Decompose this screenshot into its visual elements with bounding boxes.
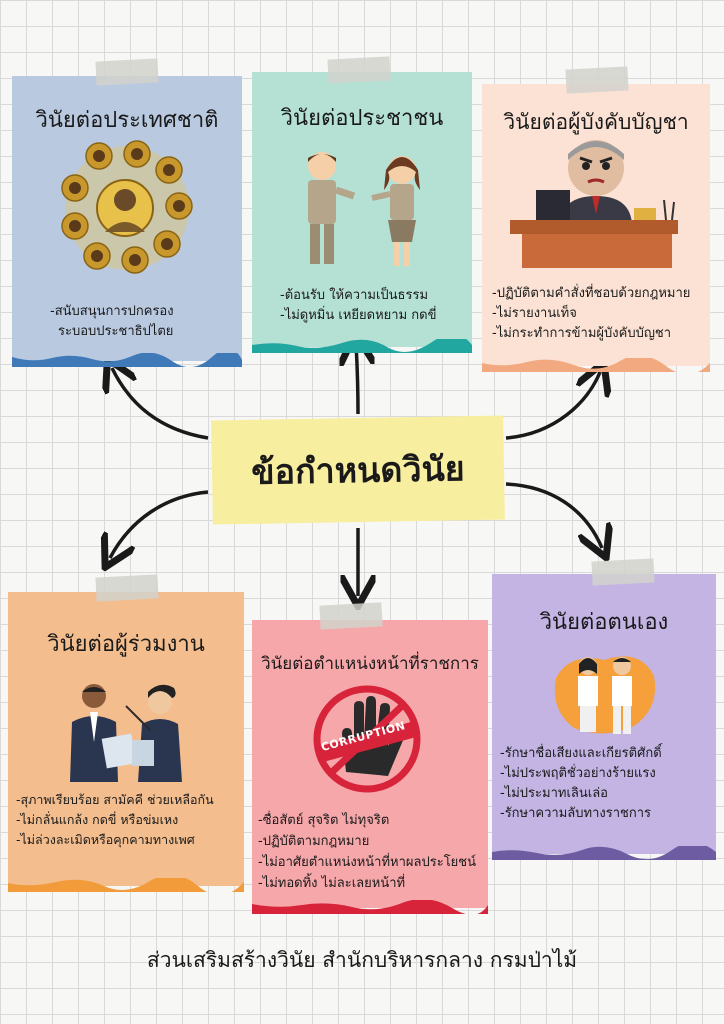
card-title: วินัยต่อประชาชน [280, 106, 444, 131]
list-item: -ปฏิบัติตามกฎหมาย [258, 834, 370, 849]
torn-edge [12, 353, 242, 367]
card-supervisor: วินัยต่อผู้บังคับบัญชา -ปฏิบัติตามคำสั่ง… [482, 84, 710, 372]
card-list: -สนับสนุนการปกครอง ระบอบประชาธิปไตย [50, 302, 174, 342]
anti-corruption-icon [313, 685, 421, 793]
tape [565, 66, 629, 94]
list-item: -ไม่ดูหมิ่น เหยียดหยาม กดขี่ [280, 308, 437, 323]
card-list: -ปฏิบัติตามคำสั่งที่ชอบด้วยกฎหมาย -ไม่รา… [492, 284, 690, 344]
list-item: -ไม่ทอดทิ้ง ไม่ละเลยหน้าที่ [258, 876, 406, 891]
arrow-to-nation [112, 368, 209, 440]
card-position: วินัยต่อตำแหน่งหน้าที่ราชการ CORRUPTION … [252, 620, 488, 914]
torn-edge [252, 900, 488, 914]
list-item: -สนับสนุนการปกครอง [50, 304, 174, 319]
card-title: วินัยต่อประเทศชาติ [35, 108, 219, 133]
card-list: -ซื่อสัตย์ สุจริต ไม่ทุจริต -ปฏิบัติตามก… [258, 810, 476, 894]
list-item: -ไม่รายงานเท็จ [492, 306, 577, 321]
list-item: ระบอบประชาธิปไตย [58, 324, 174, 339]
card-colleagues: วินัยต่อผู้ร่วมงาน -สุภาพเรียบร้อย สามัค… [8, 592, 244, 892]
list-item: -ซื่อสัตย์ สุจริต ไม่ทุจริต [258, 813, 390, 828]
card-title: วินัยต่อผู้บังคับบัญชา [503, 110, 689, 134]
footer-credit: ส่วนเสริมสร้างวินัย สำนักบริหารกลาง กรมป… [146, 948, 578, 972]
center-title: ข้อกำหนดวินัย [251, 449, 466, 493]
arrow-to-supervisor [505, 372, 600, 440]
list-item: -ไม่ล่วงละเมิดหรือคุกคามทางเพศ [16, 832, 195, 847]
list-item: -ไม่ประมาทเลินเล่อ [500, 786, 608, 801]
tape [327, 56, 391, 84]
arrow-to-colleagues [110, 490, 209, 558]
list-item: -รักษาความลับทางราชการ [500, 806, 651, 821]
card-nation: วินัยต่อประเทศชาติ -สนับสนุนการปกครอง ระ… [12, 76, 242, 367]
coworkers-illustration [70, 684, 182, 782]
tape [95, 574, 159, 602]
list-item: -สุภาพเรียบร้อย สามัคคี ช่วยเหลือกัน [16, 792, 214, 807]
torn-edge [252, 339, 472, 353]
list-item: -ไม่ประพฤติชั่วอย่างร้ายแรง [500, 766, 656, 781]
tape [591, 558, 655, 586]
card-title: วินัยต่อตำแหน่งหน้าที่ราชการ [261, 654, 479, 674]
card-title: วินัยต่อผู้ร่วมงาน [47, 632, 205, 657]
list-item: -ไม่กลั่นแกล้ง กดขี่ หรือข่มเหง [16, 812, 179, 827]
card-list: -ต้อนรับ ให้ความเป็นธรรม -ไม่ดูหมิ่น เหย… [280, 286, 436, 326]
list-item: -ต้อนรับ ให้ความเป็นธรรม [280, 288, 429, 303]
tape [319, 602, 383, 630]
list-item: -ปฏิบัติตามคำสั่งที่ชอบด้วยกฎหมาย [492, 286, 691, 301]
torn-edge [482, 358, 710, 372]
card-self: วินัยต่อตนเอง -รักษาชื่อเสียงและเกียรติศ… [492, 574, 716, 860]
list-item: -ไม่กระทำการข้ามผู้บังคับบัญชา [492, 326, 672, 341]
boss-at-desk-illustration [510, 140, 678, 268]
center-title-box: ข้อกำหนดวินัย [211, 415, 505, 525]
card-title: วินัยต่อตนเอง [539, 610, 669, 635]
king-portraits-illustration [61, 140, 193, 274]
arrow-to-people [356, 344, 358, 415]
card-people: วินัยต่อประชาชน -ต้อนรับ ให้ความเป็นธรรม… [252, 72, 472, 353]
card-list: -สุภาพเรียบร้อย สามัคคี ช่วยเหลือกัน -ไม… [16, 790, 214, 850]
arrow-to-self [505, 482, 602, 548]
torn-edge [8, 878, 244, 892]
list-item: -รักษาชื่อเสียงและเกียรติศักดิ์ [500, 746, 662, 761]
card-list: -รักษาชื่อเสียงและเกียรติศักดิ์ -ไม่ประพ… [500, 744, 662, 824]
uniformed-staff-illustration [554, 656, 656, 734]
list-item: -ไม่อาศัยตำแหน่งหน้าที่หาผลประโยชน์ [258, 855, 477, 870]
officers-greeting-illustration [308, 152, 420, 266]
torn-edge [492, 846, 716, 860]
tape [95, 58, 159, 86]
